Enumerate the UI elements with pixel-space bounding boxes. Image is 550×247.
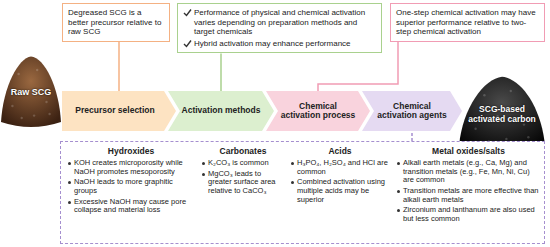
pile-grain [510, 90, 512, 92]
bullet-dot [397, 190, 400, 193]
agents-panel: HydroxidesKOH creates microporosity whil… [60, 141, 545, 244]
image-node: Raw SCG [0, 50, 62, 130]
image-label: SCG-based activated carbon [466, 105, 538, 125]
callout-box: Performance of physical and chemical act… [177, 3, 382, 53]
bullet-dot [68, 181, 71, 184]
column-heading: Acids [290, 146, 390, 156]
process-chevron: Activation methods [168, 91, 274, 131]
pile-grain [527, 136, 529, 138]
bullet-text: NaOH leads to more graphitic groups [74, 178, 195, 195]
callout-text: Performance of physical and chemical act… [194, 8, 376, 37]
agent-column: HydroxidesKOH creates microporosity whil… [67, 146, 195, 217]
pile-grain [483, 94, 485, 96]
bullet-dot [397, 209, 400, 212]
column-heading: Carbonates [201, 146, 285, 156]
chevron-label: Chemical activation process [279, 102, 357, 121]
chevron-text-area: Chemical activation process [279, 91, 357, 131]
chevron-text-area: Chemical activation agents [375, 91, 449, 131]
chevron-text-area: Precursor selection [67, 91, 163, 131]
check-mark-stroke [184, 40, 191, 46]
chevron-label: Activation methods [182, 106, 261, 115]
bullet-text: H₃PO₄, H₂SO₄ and HCl are common [297, 159, 390, 176]
check-mark [183, 8, 192, 17]
bullet-dot [291, 181, 294, 184]
bullet-dot [202, 173, 205, 176]
agent-column: Metal oxides/saltsAlkali earth metals (e… [396, 146, 541, 226]
bullet-text: MgCO₃ leads to greater surface area rela… [208, 170, 285, 196]
bullet-text: Zirconium and lanthanum are also used bu… [403, 206, 541, 223]
column-heading: Metal oxides/salts [396, 146, 541, 156]
bullet-item: Combined activation using multiple acids… [290, 178, 390, 204]
bullet-text: KOH creates microporosity while NaOH pro… [74, 159, 195, 176]
bullet-dot [202, 162, 205, 165]
pile-grain [48, 113, 50, 115]
bullet-item: NaOH leads to more graphitic groups [67, 178, 195, 195]
process-chevron: Chemical activation agents [362, 91, 462, 131]
image-label: Raw SCG [11, 87, 52, 97]
column-heading: Hydroxides [67, 146, 195, 156]
pile-grain [36, 69, 38, 71]
chevron-fill [266, 91, 370, 131]
chevron-fill [362, 91, 462, 131]
check-mark [183, 39, 192, 48]
bullet-text: Excessive NaOH may cause pore collapse a… [74, 198, 195, 215]
bullet-dot [68, 162, 71, 165]
chevron-fill [168, 91, 274, 131]
check-item: Performance of physical and chemical act… [183, 8, 376, 37]
bullet-item: MgCO₃ leads to greater surface area rela… [201, 170, 285, 196]
image-node: SCG-based activated carbon [458, 70, 546, 154]
bullet-item: KOH creates microporosity while NaOH pro… [67, 159, 195, 176]
callout-box: One-step chemical activation may have su… [390, 3, 545, 42]
bullet-dot [397, 162, 400, 165]
pile-grain [17, 73, 19, 75]
bullet-item: K₂CO₃ is common [201, 159, 285, 168]
chevron-label: Precursor selection [75, 106, 154, 115]
check-item: Hybrid activation may enhance performanc… [183, 39, 376, 49]
pile-grain [505, 138, 507, 140]
bullet-text: K₂CO₃ is common [208, 159, 285, 168]
bullet-item: H₃PO₄, H₂SO₄ and HCl are common [290, 159, 390, 176]
callout-box: Degreased SCG is a better precursor rela… [62, 3, 170, 42]
bullet-item: Zirconium and lanthanum are also used bu… [396, 206, 541, 223]
pile-text-area: SCG-based activated carbon [458, 85, 546, 144]
callout-text: One-step chemical activation may have su… [396, 8, 539, 37]
bullet-item: Alkali earth metals (e.g., Ca, Mg) and t… [396, 159, 541, 185]
pile-grain [474, 128, 476, 130]
bullet-item: Transition metals are more effective tha… [396, 187, 541, 204]
pile-grain [21, 117, 23, 119]
callout-text: Degreased SCG is a better precursor rela… [68, 8, 164, 37]
pile-shape [459, 77, 545, 151]
bullet-dot [291, 162, 294, 165]
pile-grain [523, 123, 525, 125]
callout-text: Hybrid activation may enhance performanc… [194, 39, 376, 49]
pile-grain [11, 105, 13, 107]
agent-column: AcidsH₃PO₄, H₂SO₄ and HCl are commonComb… [290, 146, 390, 206]
check-mark-stroke [184, 10, 191, 16]
bullet-item: Excessive NaOH may cause pore collapse a… [67, 198, 195, 215]
bullet-text: Transition metals are more effective tha… [403, 187, 541, 204]
pile-grain [33, 114, 35, 116]
bullet-text: Alkali earth metals (e.g., Ca, Mg) and t… [403, 159, 541, 185]
bullet-text: Combined activation using multiple acids… [297, 178, 390, 204]
agent-column: CarbonatesK₂CO₃ is commonMgCO₃ leads to … [201, 146, 285, 198]
connector-line [118, 42, 120, 91]
pile-grain [45, 101, 47, 103]
connector-line [220, 53, 222, 91]
chevron-text-area: Activation methods [181, 91, 261, 131]
chevron-fill [62, 91, 176, 131]
chevron-label: Chemical activation agents [375, 102, 449, 121]
pile-shape [1, 56, 61, 127]
connector-line [411, 131, 413, 141]
process-chevron: Chemical activation process [266, 91, 370, 131]
pile-text-area: Raw SCG [0, 64, 62, 120]
bullet-dot [68, 201, 71, 204]
process-chevron: Precursor selection [62, 91, 176, 131]
